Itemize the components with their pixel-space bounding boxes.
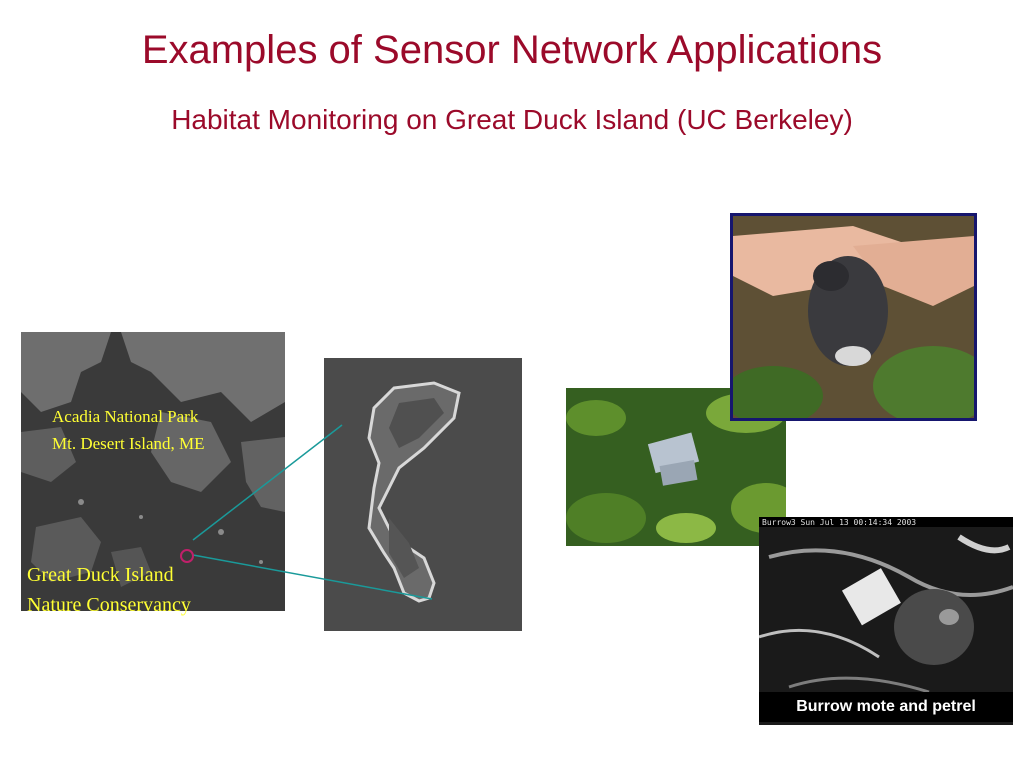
island-aerial-image — [324, 358, 522, 631]
slide-subtitle: Habitat Monitoring on Great Duck Island … — [171, 104, 853, 135]
map-label-nature-conservancy: Nature Conservancy — [27, 594, 191, 616]
burrow-camera-timestamp: Burrow3 Sun Jul 13 00:14:34 2003 — [762, 518, 917, 527]
petrel-in-hands-image — [730, 213, 977, 421]
map-label-mt-desert: Mt. Desert Island, ME — [52, 434, 205, 453]
slide-title: Examples of Sensor Network Applications — [141, 28, 883, 72]
burrow-camera-image — [759, 517, 1013, 725]
map-label-great-duck-island: Great Duck Island — [27, 564, 174, 586]
burrow-caption: Burrow mote and petrel — [759, 692, 1013, 722]
map-label-acadia: Acadia National Park — [52, 407, 199, 426]
mote-vegetation-image — [566, 388, 786, 546]
